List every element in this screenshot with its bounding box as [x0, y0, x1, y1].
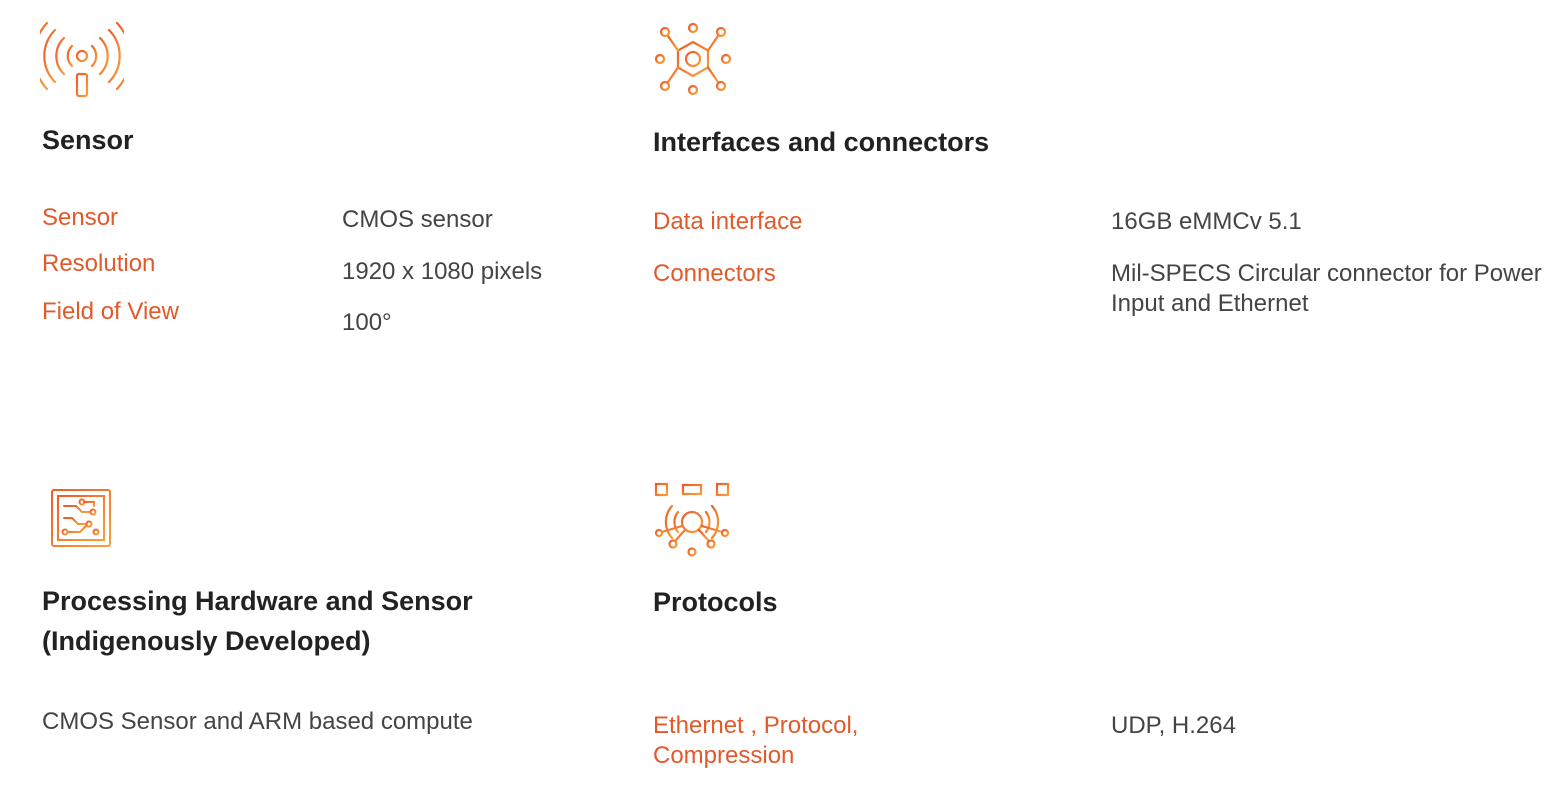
interfaces-title: Interfaces and connectors [653, 127, 990, 157]
connectors-label: Connectors [653, 260, 776, 287]
protocols-label-line2: Compression [653, 742, 795, 769]
antenna-signal-icon [40, 21, 124, 98]
interfaces-section: Interfaces and connectors Data interface… [620, 0, 1560, 360]
connectors-value-line2: Input and Ethernet [1111, 290, 1309, 317]
processing-title-line1: Processing Hardware and Sensor [42, 586, 473, 616]
data-interface-value: 16GB eMMCv 5.1 [1111, 208, 1302, 235]
field-of-view-value: 100° [342, 309, 392, 336]
protocols-title: Protocols [653, 587, 778, 617]
sensor-value: CMOS sensor [342, 206, 493, 233]
field-of-view-label: Field of View [42, 298, 179, 325]
sensor-label: Sensor [42, 204, 119, 231]
protocol-network-icon [654, 482, 730, 557]
processing-description: CMOS Sensor and ARM based compute [42, 708, 473, 735]
resolution-value: 1920 x 1080 pixels [342, 258, 543, 285]
processing-section: Processing Hardware and Sensor (Indigeno… [0, 460, 620, 796]
protocols-label: Ethernet , Protocol, Compression [653, 711, 858, 771]
network-hub-icon [654, 22, 732, 96]
processor-chip-icon [44, 483, 118, 553]
processing-title: Processing Hardware and Sensor (Indigeno… [42, 581, 473, 661]
connectors-value-line1: Mil-SPECS Circular connector for Power [1111, 260, 1542, 287]
protocols-value: UDP, H.264 [1111, 712, 1236, 739]
sensor-section: Sensor Sensor CMOS sensor Resolution 192… [0, 0, 620, 360]
data-interface-label: Data interface [653, 208, 803, 235]
sensor-title: Sensor [42, 125, 134, 155]
protocols-section: Protocols Ethernet , Protocol, Compressi… [620, 460, 1560, 796]
resolution-label: Resolution [42, 250, 156, 277]
connectors-value: Mil-SPECS Circular connector for Power I… [1111, 259, 1542, 319]
processing-title-line2: (Indigenously Developed) [42, 626, 371, 656]
protocols-label-line1: Ethernet , Protocol, [653, 712, 859, 739]
